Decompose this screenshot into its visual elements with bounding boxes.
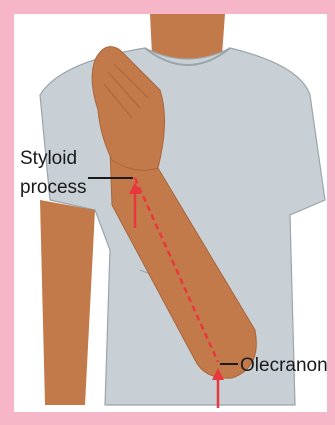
styloid-label-line1: Styloid <box>20 148 77 170</box>
olecranon-label: Olecranon <box>240 355 328 377</box>
styloid-label-line2: process <box>20 177 87 199</box>
